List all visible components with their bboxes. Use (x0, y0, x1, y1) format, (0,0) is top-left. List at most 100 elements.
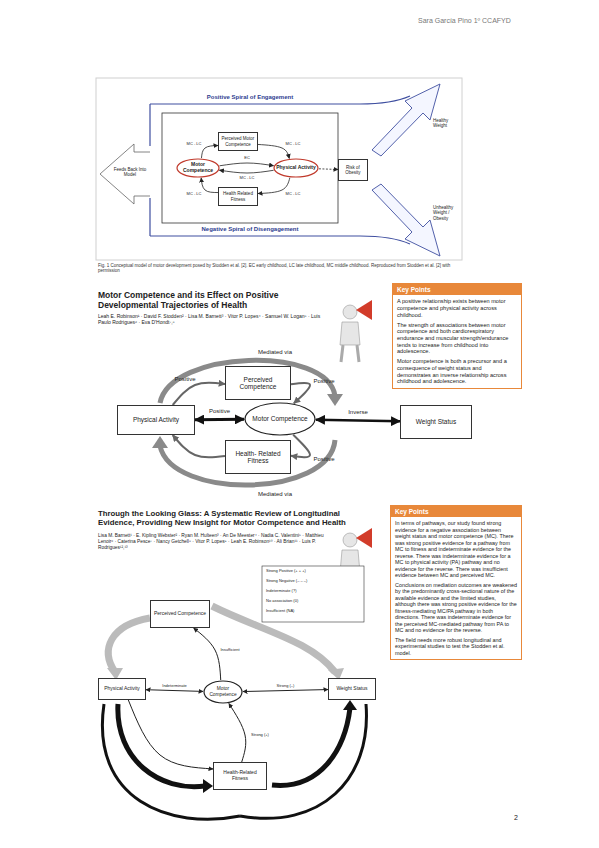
speaker-figure (340, 300, 372, 362)
edge-label: Positive (209, 408, 230, 414)
node-text: Health-Related Fitness (216, 770, 264, 782)
mediation-arc (160, 440, 335, 485)
construct-box: Physical Activity (98, 678, 146, 700)
feedback-arrow (100, 144, 150, 204)
arrow-head (203, 779, 213, 793)
edge-label: Strong (–) (277, 684, 295, 688)
article-title: Motor Competence and its Effect on Posit… (98, 290, 338, 310)
connector (219, 170, 273, 173)
edge-label: Indeterminate (162, 684, 186, 688)
arrow-head (327, 394, 343, 406)
legend-table (262, 566, 364, 622)
arrow-head (152, 436, 168, 448)
figure-head (343, 533, 357, 547)
edge-label: EC (244, 156, 250, 160)
legend-cell: Insufficient (NA) (266, 609, 360, 614)
node-text: Motor Competence (203, 686, 243, 697)
spiral-outline (150, 236, 410, 244)
construct-box: Health-Related Fitness (213, 762, 267, 790)
edge-label: MC - LC (187, 142, 202, 146)
author-list: Leah E. Robinson¹ · David F. Stodden² · … (98, 313, 333, 325)
connector (201, 178, 218, 193)
construct-box: Weight Status (328, 678, 376, 700)
node-text: Perceived Motor Competence (221, 136, 255, 146)
trajectory-arrow (372, 84, 440, 156)
node-text: Health- Related Fitness (228, 450, 288, 465)
edge-label: Insufficient (220, 648, 239, 652)
edge-label: Inverse (348, 409, 368, 415)
author-list: Lisa M. Barnett¹ · E. Kipling Webster² ·… (98, 533, 338, 550)
trajectory-label: Healthy Weight (433, 118, 461, 129)
construct-box: Perceived Competence (150, 600, 210, 628)
node-text: Motor Competence (252, 415, 307, 422)
ellipse-shape (245, 403, 315, 435)
legend-cell: No association (0) (266, 599, 360, 604)
node-text: Weight Status (416, 418, 456, 425)
connector (201, 145, 218, 158)
figure-caption: Fig. 1 Conceptual model of motor develop… (98, 263, 460, 274)
connector (219, 163, 273, 166)
figure-body (340, 322, 360, 345)
page-number: 2 (514, 814, 528, 822)
connector (194, 628, 221, 680)
connector (258, 178, 290, 194)
construct-box: Physical Activity (117, 405, 195, 435)
spiral-label: Positive Spiral of Engagement (180, 94, 320, 101)
connector (195, 418, 244, 421)
connector (146, 690, 203, 692)
construct-ellipse: Motor Competence (203, 680, 243, 704)
key-points-box: Key Points A positive relationship exists… (392, 283, 522, 389)
connector (319, 168, 338, 170)
spiral-label: Negative Spiral of Disengagement (180, 226, 320, 233)
ellipse-shape (204, 681, 242, 703)
mediation-arc (118, 704, 205, 787)
node-text: Motor Competence (176, 162, 220, 174)
node-text: Risk of Obesity (341, 165, 365, 175)
key-points-text: A positive relationship exists between m… (393, 298, 521, 318)
edge-label: Positive (174, 376, 195, 382)
edge-label: Positive (313, 456, 334, 462)
mediation-arc (160, 360, 335, 403)
connector (173, 435, 225, 457)
construct-box: Perceived Motor Competence (218, 132, 258, 151)
edge-label: MC - LC (286, 192, 301, 196)
megaphone (356, 528, 372, 548)
legend-cell: Strong Negative (– – –) (266, 579, 360, 584)
ellipse-shape (177, 159, 219, 177)
node-text: Perceived Competence (228, 376, 288, 391)
construct-ellipse: Motor Competence (176, 158, 220, 178)
edge-label: MC - LC (240, 176, 255, 180)
key-points-text: Motor competence is both a precursor and… (393, 358, 521, 385)
key-points-text: The field needs more robust longitudinal… (391, 637, 521, 656)
construct-box: Weight Status (400, 405, 472, 439)
article-title: Through the Looking Glass: A Systematic … (98, 509, 373, 528)
node-text: Health Related Fitness (221, 191, 255, 201)
connector (173, 383, 225, 405)
connector (258, 144, 289, 158)
construct-ellipse: Motor Competence (244, 402, 316, 436)
construct-box: Health Related Fitness (218, 187, 258, 206)
feedback-label: Feeds Back Into Model (112, 167, 148, 178)
construct-box: Health- Related Fitness (225, 440, 291, 474)
arrow-head (343, 700, 357, 710)
key-points-text: Conclusions on mediation outcomes are we… (391, 582, 521, 634)
ellipse-shape (274, 159, 318, 177)
key-points-heading: Key Points (393, 284, 521, 295)
node-text: Physical Activity (133, 416, 179, 423)
page-header: Sara García Pino 1º CCAFYD (418, 17, 578, 25)
figure-legs (341, 345, 359, 362)
connector (229, 703, 246, 762)
outcome-box: Risk of Obesity (338, 159, 368, 181)
edge-label: MC - LC (286, 142, 301, 146)
connector (291, 435, 310, 457)
model-frame (162, 113, 338, 223)
figure-head (343, 305, 357, 319)
edge-label: MC - LC (187, 192, 202, 196)
mediation-arc (108, 618, 150, 672)
legend-cell: Indeterminate (?) (266, 589, 360, 594)
mediation-label: Mediated via (235, 491, 315, 498)
connector (243, 690, 328, 692)
node-text: Physical Activity (104, 686, 140, 692)
node-text: Physical Activity (276, 165, 316, 171)
node-text: Perceived Competence (154, 611, 206, 617)
